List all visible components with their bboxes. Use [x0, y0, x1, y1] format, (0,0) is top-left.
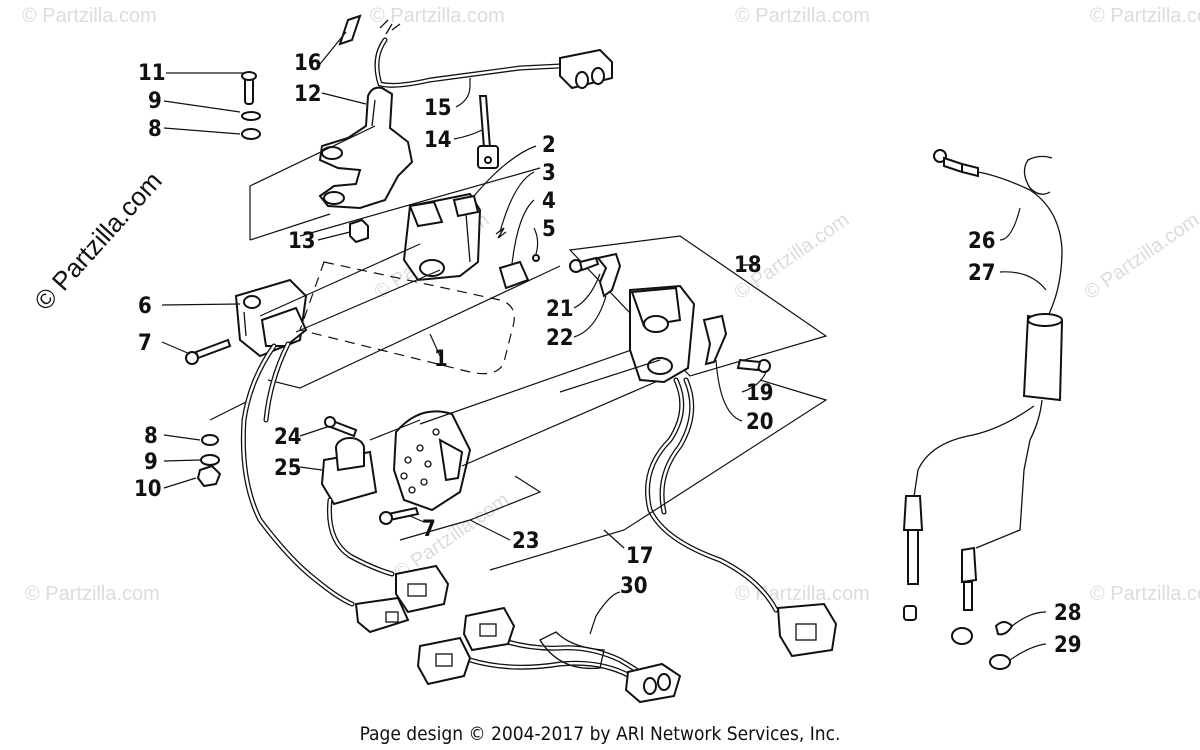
connector-30b: [416, 636, 472, 686]
watermark-tile: © Partzilla.com: [1090, 5, 1200, 27]
callout-26[interactable]: 26: [968, 229, 996, 254]
callout-8[interactable]: 8: [148, 117, 162, 142]
callout-13[interactable]: 13: [288, 229, 316, 254]
key-14: [477, 95, 499, 169]
callout-3[interactable]: 3: [542, 161, 556, 186]
callout-20[interactable]: 20: [746, 410, 774, 435]
callout-27[interactable]: 27: [968, 261, 996, 286]
callout-11[interactable]: 11: [138, 61, 166, 86]
cable-clip-26: [1023, 155, 1053, 195]
watermark-tile: © Partzilla.com: [1080, 209, 1200, 304]
callout-labels: 11 9 8 16 12 15 14 2 3 4 5 13 6 7 1 18 2…: [134, 51, 1082, 658]
connector-30c: [624, 662, 682, 704]
knob-25: [320, 437, 378, 506]
washer-8-lower: [201, 434, 219, 446]
connector-small: [354, 596, 410, 634]
callout-2[interactable]: 2: [542, 133, 556, 158]
callout-25[interactable]: 25: [274, 456, 302, 481]
callout-9[interactable]: 9: [148, 89, 162, 114]
bolt-11: [241, 71, 257, 105]
watermark-tile: © Partzilla.com: [1090, 583, 1200, 605]
watermark-tile: © Partzilla.com: [25, 583, 160, 605]
callout-6[interactable]: 6: [138, 294, 152, 319]
lever-20: [702, 314, 728, 366]
callout-4[interactable]: 4: [542, 189, 556, 214]
nut-10: [196, 464, 222, 488]
callout-17[interactable]: 17: [626, 544, 654, 569]
mount-bracket-12: [318, 86, 414, 210]
callout-24[interactable]: 24: [274, 425, 302, 450]
watermark-tile: © Partzilla.com: [735, 5, 870, 27]
callout-7[interactable]: 7: [138, 331, 152, 356]
washer-8: [241, 128, 261, 140]
connector-25a: [395, 564, 450, 614]
callout-9-lower[interactable]: 9: [144, 450, 158, 475]
callout-29[interactable]: 29: [1054, 633, 1082, 658]
contact-plate-4: [498, 260, 530, 290]
watermark-tile: © Partzilla.com: [390, 489, 513, 584]
callout-8-lower[interactable]: 8: [144, 424, 158, 449]
callout-18[interactable]: 18: [734, 253, 762, 278]
switch-body-2: [402, 192, 482, 282]
pin-5: [532, 254, 540, 262]
bracket-hole: [321, 146, 343, 160]
connector-15: [559, 48, 613, 90]
terminal-16: [338, 14, 362, 46]
callout-23[interactable]: 23: [512, 529, 540, 554]
washer-29: [989, 654, 1011, 670]
assembly-outline-1: [299, 261, 515, 375]
watermark-tile: © Partzilla.com: [22, 5, 157, 27]
washer-9-lower: [200, 454, 220, 466]
block-13: [349, 218, 369, 244]
callout-5[interactable]: 5: [542, 217, 556, 242]
callout-12[interactable]: 12: [294, 82, 322, 107]
housing-6: [234, 278, 308, 358]
callout-19[interactable]: 19: [746, 381, 774, 406]
callout-10[interactable]: 10: [134, 477, 162, 502]
callout-28[interactable]: 28: [1054, 601, 1082, 626]
switch-assembly-18: [629, 284, 696, 384]
screw-21: [569, 256, 600, 273]
callout-21[interactable]: 21: [546, 297, 574, 322]
callout-30[interactable]: 30: [620, 574, 648, 599]
screw-7-lower: [379, 506, 420, 525]
connector-30a: [462, 606, 516, 652]
switch-housing-23: [392, 410, 472, 512]
lever-22: [596, 252, 622, 298]
throttle-cable-27: [902, 149, 1064, 645]
connector-17: [776, 602, 838, 658]
callout-16[interactable]: 16: [294, 51, 322, 76]
copyright-footer: Page design © 2004-2017 by ARI Network S…: [360, 723, 841, 745]
clip-28: [994, 621, 1014, 636]
callout-22[interactable]: 22: [546, 326, 574, 351]
screw-19: [736, 358, 771, 373]
watermark-tile: © Partzilla.com: [370, 5, 505, 27]
callout-14[interactable]: 14: [424, 128, 452, 153]
screw-7: [185, 338, 232, 365]
callout-15[interactable]: 15: [424, 96, 452, 121]
callout-1[interactable]: 1: [434, 347, 448, 372]
washer-9: [241, 111, 261, 121]
callout-7-lower[interactable]: 7: [422, 517, 436, 542]
bracket-hole: [323, 191, 345, 205]
screw-24: [324, 416, 358, 438]
